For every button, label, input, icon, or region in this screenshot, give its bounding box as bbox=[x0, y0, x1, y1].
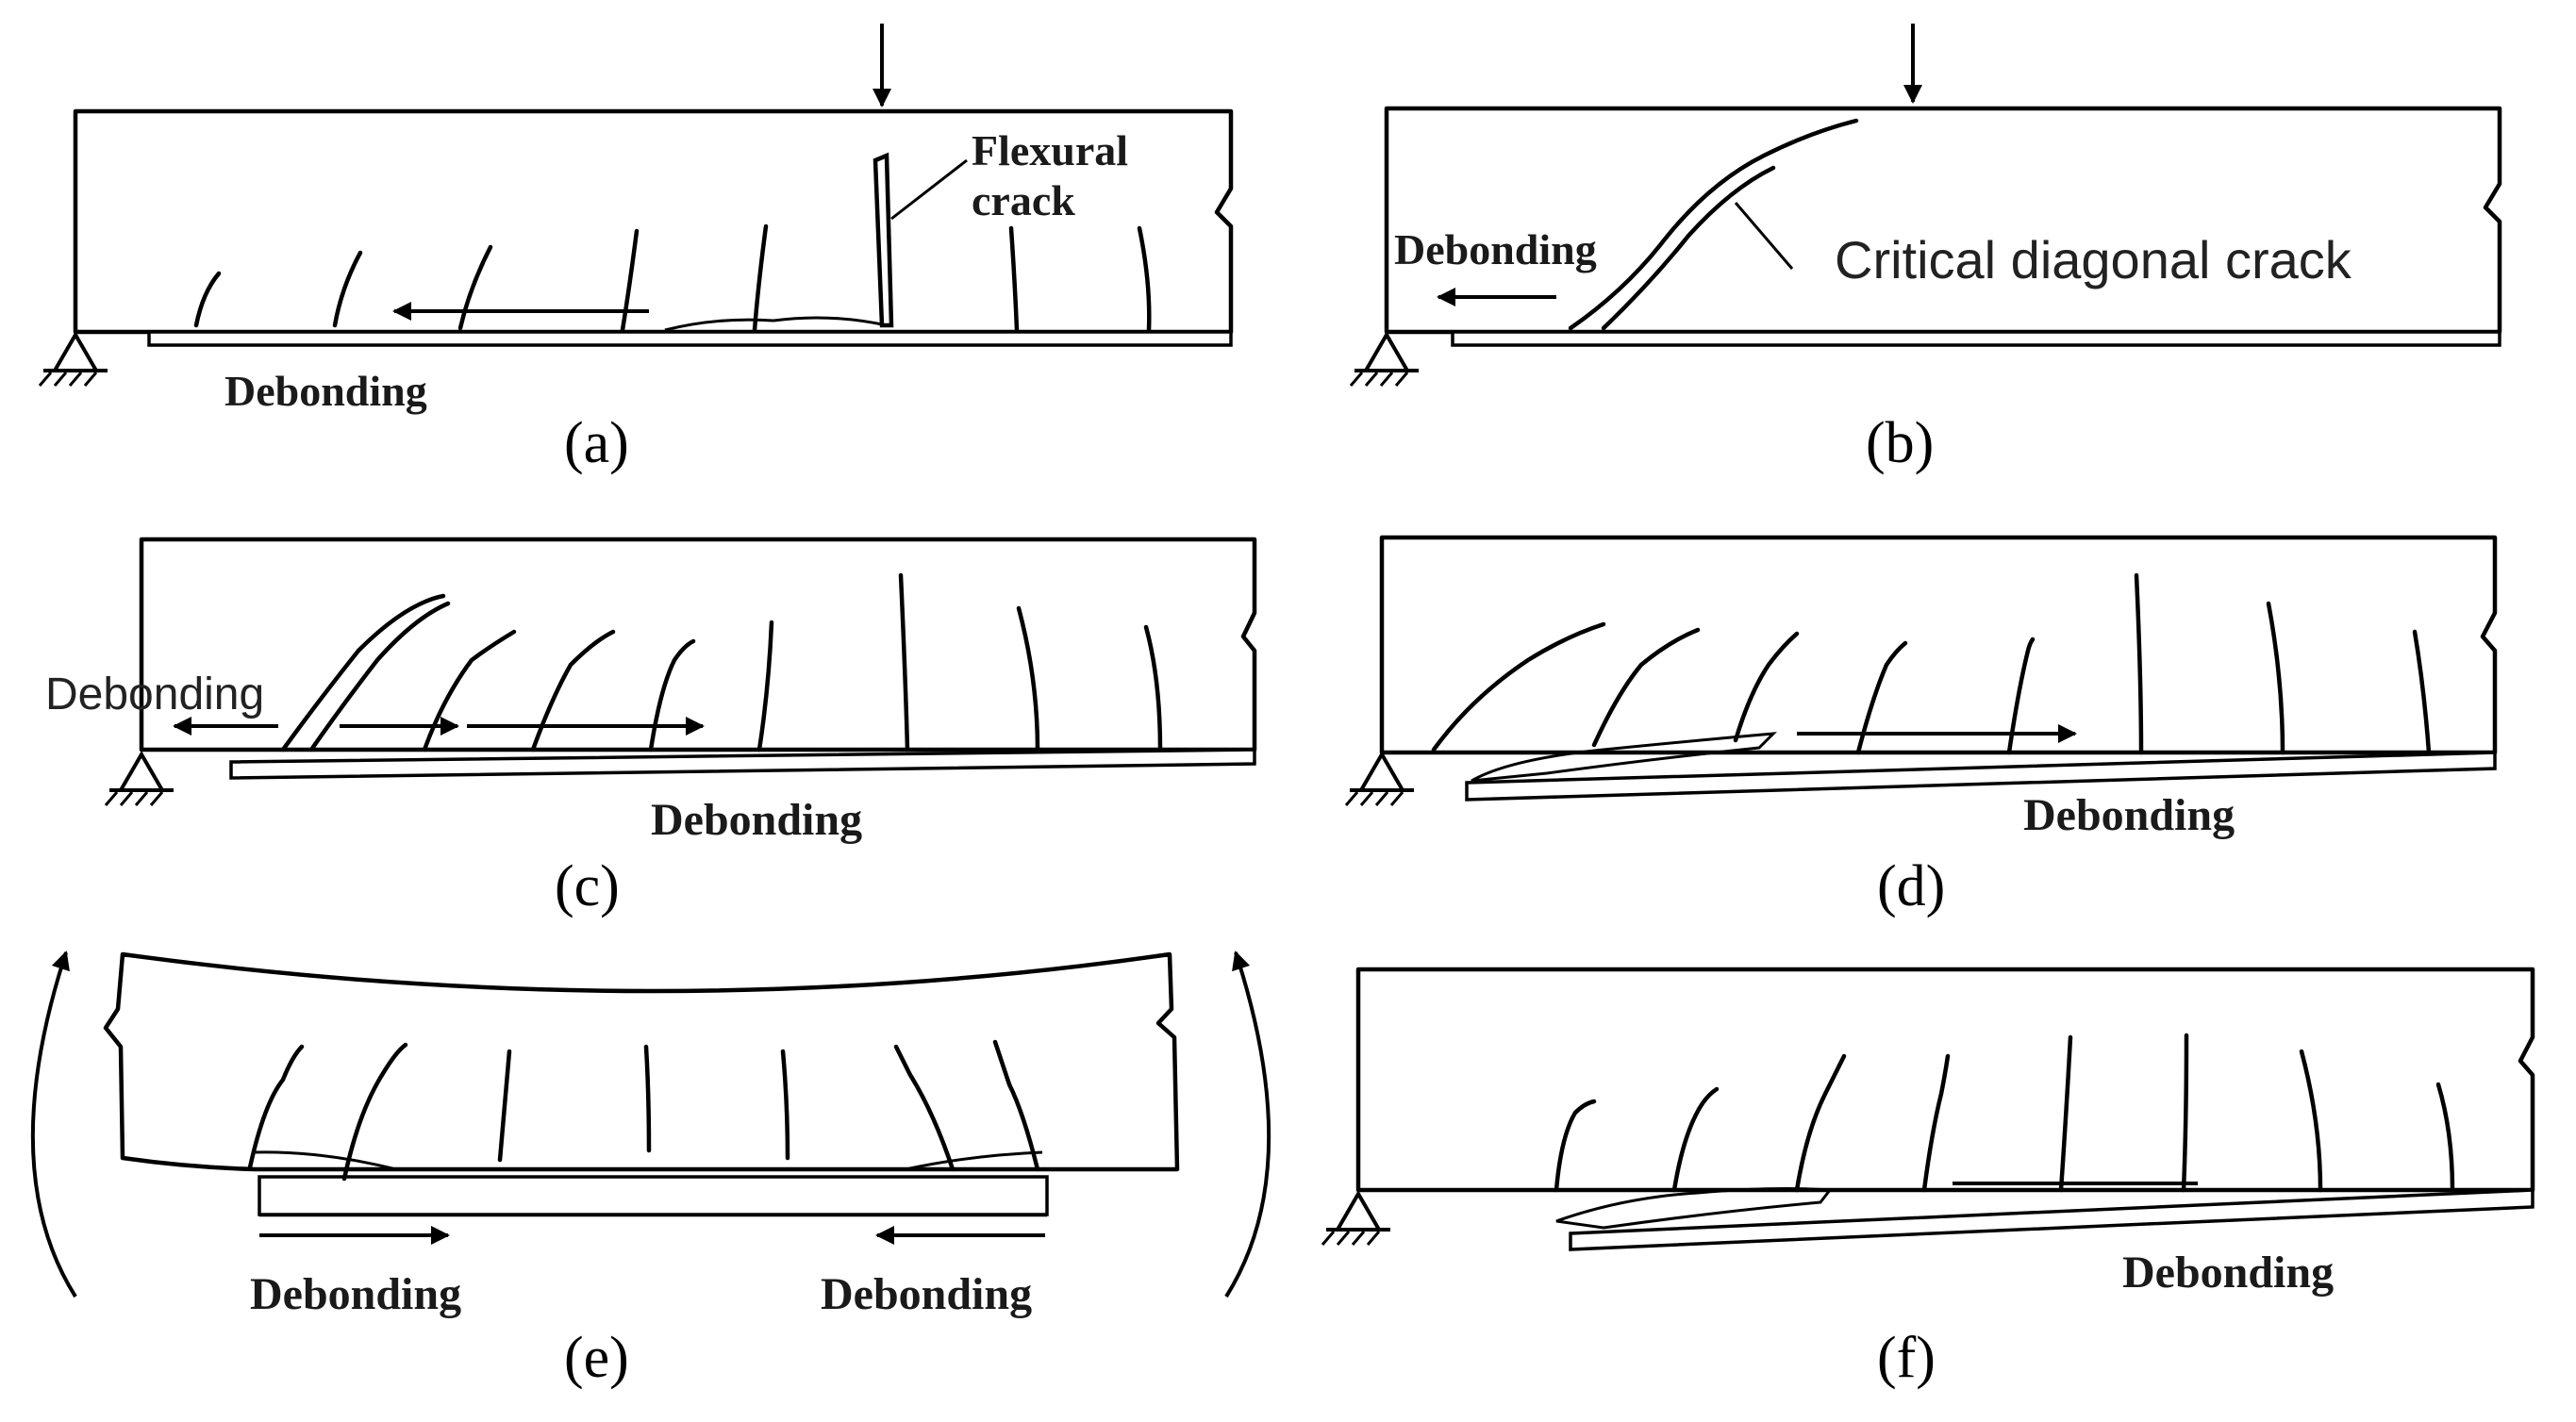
frp-plate bbox=[1569, 1188, 2534, 1251]
cracks bbox=[280, 572, 1163, 752]
debonding-label: Debonding bbox=[2122, 1248, 2334, 1298]
critical-diagonal-crack-label: Critical diagonal crack bbox=[1835, 230, 2352, 289]
pin-support bbox=[38, 333, 109, 388]
panel-caption: (a) bbox=[564, 411, 629, 475]
panel-c: Debonding Debonding (c) bbox=[45, 537, 1257, 918]
panel-caption: (e) bbox=[564, 1326, 629, 1390]
panel-e: Debonding Debonding (e) bbox=[30, 951, 1271, 1390]
beam-outline bbox=[103, 951, 1180, 1172]
debonding-label-left: Debonding bbox=[45, 670, 264, 719]
panel-a: Flexural crack Debonding (a) bbox=[38, 24, 1234, 475]
pin-support bbox=[1349, 333, 1421, 388]
beam-outline bbox=[139, 537, 1257, 752]
panel-d: Debonding (d) bbox=[1344, 535, 2498, 918]
debond-gap bbox=[664, 316, 888, 332]
frp-plate bbox=[1451, 330, 2501, 347]
flexural-crack-label-2: crack bbox=[972, 176, 1075, 224]
pin-support bbox=[1321, 1192, 1392, 1247]
pin-support bbox=[1344, 752, 1416, 807]
crack-leader bbox=[1734, 202, 1794, 270]
debond-gap-left bbox=[252, 1150, 397, 1171]
pin-support bbox=[104, 752, 175, 807]
crack-leader bbox=[890, 158, 968, 221]
panel-b: Debonding Critical diagonal crack (b) bbox=[1349, 24, 2502, 475]
panel-caption: (c) bbox=[555, 854, 620, 918]
panel-f: Debonding (f) bbox=[1321, 967, 2535, 1390]
peeled-plate bbox=[1471, 732, 1777, 783]
rotation-arrow-left bbox=[30, 951, 77, 1298]
debonding-label-bottom: Debonding bbox=[651, 795, 862, 845]
diagonal-crack-2 bbox=[1601, 165, 1776, 331]
panel-caption: (b) bbox=[1866, 411, 1934, 475]
debonding-label: Debonding bbox=[224, 367, 427, 415]
rotation-arrow-right bbox=[1224, 951, 1271, 1298]
debonding-label: Debonding bbox=[2023, 790, 2235, 840]
frp-plate bbox=[258, 1175, 1049, 1216]
frp-plate bbox=[1465, 751, 2497, 802]
cracks bbox=[247, 1039, 1040, 1182]
cracks bbox=[1431, 572, 2432, 755]
debonding-label-right: Debonding bbox=[821, 1269, 1032, 1319]
beam-outline bbox=[1379, 535, 2498, 755]
panel-caption: (d) bbox=[1877, 854, 1945, 918]
diagonal-crack bbox=[1568, 118, 1859, 331]
flexural-crack-label: Flexural bbox=[972, 126, 1128, 174]
frp-plate bbox=[229, 748, 1256, 780]
cracks bbox=[1554, 1033, 2455, 1193]
panel-caption: (f) bbox=[1877, 1326, 1936, 1390]
peeled-plate bbox=[1555, 1187, 1833, 1230]
debonding-label-left: Debonding bbox=[250, 1269, 461, 1319]
debonding-label: Debonding bbox=[1394, 225, 1597, 273]
debond-gap-right bbox=[905, 1150, 1043, 1171]
beam-outline bbox=[1355, 967, 2535, 1193]
frp-plate bbox=[147, 330, 1233, 347]
